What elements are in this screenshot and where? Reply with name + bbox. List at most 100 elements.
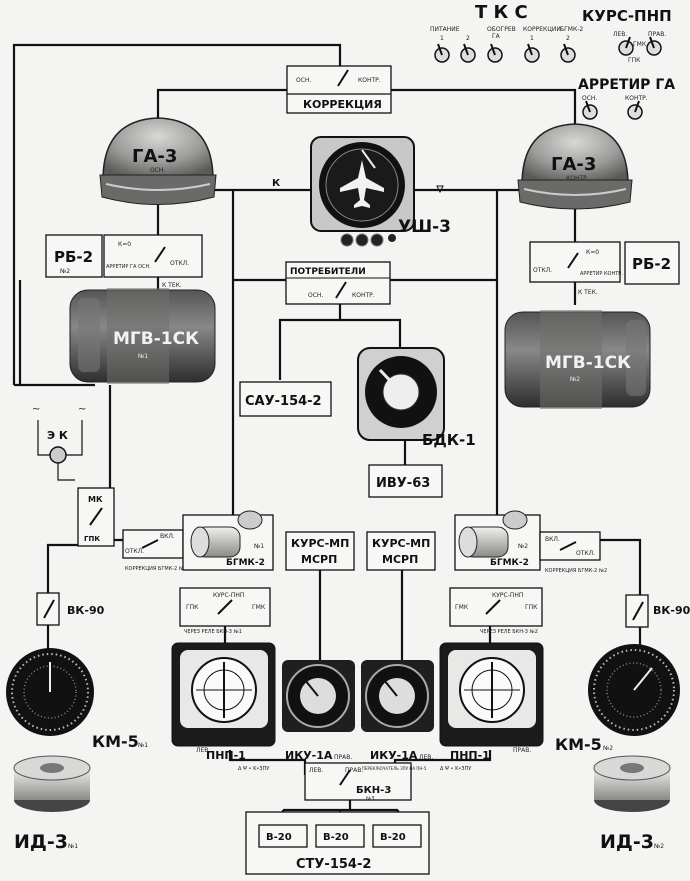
bgmk2-right: БГМК-2 №2	[454, 510, 541, 571]
bkn-lev: ЛЕВ.	[309, 767, 323, 774]
k-tek-left: К ТЕК.	[162, 282, 182, 289]
rb2-left-num: №2	[60, 268, 70, 275]
bkn3-switch[interactable]: Δ Ψ • Κ•ЗПУ Δ Ψ • Κ•ЗПУ ЛЕВ. ПРАВ. ПЕРЕК…	[238, 762, 471, 802]
bgmk-left-label: БГМК-2	[226, 558, 265, 568]
iku1a-left: ИКУ-1А ПРАВ.	[282, 660, 355, 762]
mgv-right-label: МГВ-1СК	[545, 353, 631, 373]
ga3-left-gyro: ГА-3 ОСН.	[99, 117, 217, 205]
sel-right-gmk: ГМК	[455, 604, 469, 611]
sel-left-note: ЧЕРЕЗ РЕЛЕ БКН-3 №1	[184, 629, 242, 635]
switch-right-k0: К=0	[586, 249, 599, 256]
tilde-left: ~	[32, 404, 40, 415]
kurs-mp-left: КУРС-МП МСРП	[285, 531, 355, 571]
tks-title: Т К С	[475, 2, 528, 23]
kurs-pnp-selector-left[interactable]: ГПК КУРС-ПНП ГМК ЧЕРЕЗ РЕЛЕ БКН-3 №1	[179, 587, 271, 635]
iku-right-label: ИКУ-1А	[370, 749, 418, 762]
vk90-left-label: ВК-90	[67, 604, 105, 617]
switch-right-arretir: АРРЕТИР КОНТР.	[580, 271, 623, 277]
kurs-mp-right: КУРС-МП МСРП	[366, 531, 436, 571]
sel-left-kurs: КУРС-ПНП	[213, 592, 244, 599]
ga3-right-gyro: ГА-3 КОНТР.	[517, 123, 633, 210]
bkn-num: №3	[366, 796, 374, 802]
id3-left-num: №1	[68, 843, 78, 850]
label-n2a: 2	[466, 35, 470, 42]
airplane-icon	[340, 160, 384, 208]
bdk-label: БДК-1	[422, 431, 476, 449]
km5-left-label: КМ-5	[92, 732, 139, 751]
ush3-label: УШ-3	[398, 217, 451, 237]
potrebiteli-switch-box[interactable]: ПОТРЕБИТЕЛИ ОСН. КОНТР.	[285, 261, 391, 305]
ivu-box: ИВУ-63	[368, 464, 443, 498]
rb2-right-label: РБ-2	[632, 255, 671, 273]
pnp1-right: ПНП-1 ПРАВ.	[439, 642, 544, 762]
switch-left-otkl: ОТКЛ.	[170, 260, 189, 267]
potrebiteli-label: ПОТРЕБИТЕЛИ	[290, 267, 366, 277]
korrekcia-bgmk-right-switch[interactable]: ВКЛ. ОТКЛ. КОРРЕКЦИЯ БГМК-2 №2	[539, 531, 607, 574]
kurs-pnp-lev: ЛЕВ.	[613, 31, 627, 38]
bgmk-right-num: №2	[518, 543, 528, 550]
kurs-pnp-selector-right[interactable]: ГМК КУРС-ПНП ГПК ЧЕРЕЗ РЕЛЕ БКН-3 №2	[449, 587, 543, 635]
bgmk-right-label: БГМК-2	[490, 558, 529, 568]
mgv-right-num: №2	[570, 376, 580, 383]
arretir-ga-title: АРРЕТИР ГА	[578, 77, 675, 93]
korr-right-vkl: ВКЛ.	[545, 536, 560, 543]
pnp-right-side: ПРАВ.	[513, 747, 531, 754]
km5-right-label: КМ-5	[555, 735, 602, 754]
mk-gpk-switch[interactable]: МК ГПК	[77, 487, 115, 547]
rb2-left-label: РБ-2	[54, 248, 93, 266]
switch-right-otkl: ОТКЛ.	[533, 267, 552, 274]
k-tek-right: К ТЕК.	[578, 289, 598, 296]
rb2-left-switch[interactable]: К=0 АРРЕТИР ГА ОСН. ОТКЛ. К ТЕК.	[103, 234, 203, 289]
gpk-label: ГПК	[84, 535, 100, 543]
iku-left-side: ПРАВ.	[334, 754, 352, 761]
ga3-left-label: ГА-3	[132, 146, 177, 167]
km5-right-num: №2	[603, 745, 613, 752]
bgmk2-left: БГМК-2 №1	[182, 510, 274, 571]
id3-right-num: №2	[654, 843, 664, 850]
label-n1b: 1	[530, 35, 534, 42]
id3-left-label: ИД-3	[14, 831, 68, 853]
pnp-right-label: ПНП-1	[450, 749, 490, 762]
iku-right-side: ЛЕВ.	[419, 754, 433, 761]
label-obogrev: ОБОГРЕВ	[487, 26, 516, 33]
tilde-right: ~	[78, 404, 86, 415]
stu-v20-2: В-20	[323, 832, 349, 843]
km5-left: КМ-5 №1	[6, 648, 148, 751]
vk90-right[interactable]: ВК-90	[625, 594, 690, 628]
ek-switch[interactable]: ~ ~ Э К	[32, 404, 86, 481]
kurs-pnp-title: КУРС-ПНП	[582, 7, 672, 25]
korrekcia-switch-box[interactable]: ОСН. КОНТР. КОРРЕКЦИЯ	[286, 65, 392, 114]
mk-label: МК	[88, 495, 103, 504]
bkn-note-right: Δ Ψ • Κ•ЗПУ	[440, 766, 471, 772]
korr-left-otkl: ОТКЛ.	[125, 548, 144, 555]
korr-left-caption: КОРРЕКЦИЯ БГМК-2 №1	[125, 566, 187, 572]
mgv1sk-right: МГВ-1СК №2	[504, 310, 651, 409]
switch-left-k0: К=0	[118, 241, 131, 248]
pnp-left-side: ЛЕВ.	[196, 747, 210, 754]
vk90-left[interactable]: ВК-90	[36, 592, 105, 626]
korrekcia-bgmk-left-switch[interactable]: ВКЛ. ОТКЛ. КОРРЕКЦИЯ БГМК-2 №1	[122, 529, 187, 572]
rb2-right-switch[interactable]: К=0 ОТКЛ. АРРЕТИР КОНТР. К ТЕК.	[529, 241, 623, 296]
sel-right-kurs: КУРС-ПНП	[492, 592, 523, 599]
label-korrekcii: КОРРЕКЦИИ	[523, 26, 561, 33]
potrebiteli-osn: ОСН.	[308, 292, 323, 299]
ga3-right-label: ГА-3	[551, 154, 596, 175]
label-pitanie: ПИТАНИЕ	[430, 26, 460, 33]
rb2-left: РБ-2 №2	[45, 234, 103, 278]
ga3-left-sub: ОСН.	[150, 167, 165, 174]
id3-left: ИД-3 №1	[13, 755, 91, 853]
stu-154-block: В-20 В-20 В-20 СТУ-154-2	[245, 811, 430, 875]
k-mark: К	[272, 178, 281, 189]
sau-box: САУ-154-2	[239, 381, 332, 417]
sel-left-gpk: ГПК	[186, 604, 199, 611]
sel-left-gmk: ГМК	[252, 604, 266, 611]
korrekcia-label: КОРРЕКЦИЯ	[303, 98, 382, 111]
km5-left-num: №1	[138, 742, 148, 749]
bkn-note-left: Δ Ψ • Κ•ЗПУ	[238, 766, 269, 772]
km5-right: КМ-5 №2	[555, 644, 680, 754]
stu-label: СТУ-154-2	[296, 857, 371, 872]
kurs-pnp-gmk: ГМК	[633, 41, 647, 48]
korrekcia-osn: ОСН.	[296, 77, 311, 84]
